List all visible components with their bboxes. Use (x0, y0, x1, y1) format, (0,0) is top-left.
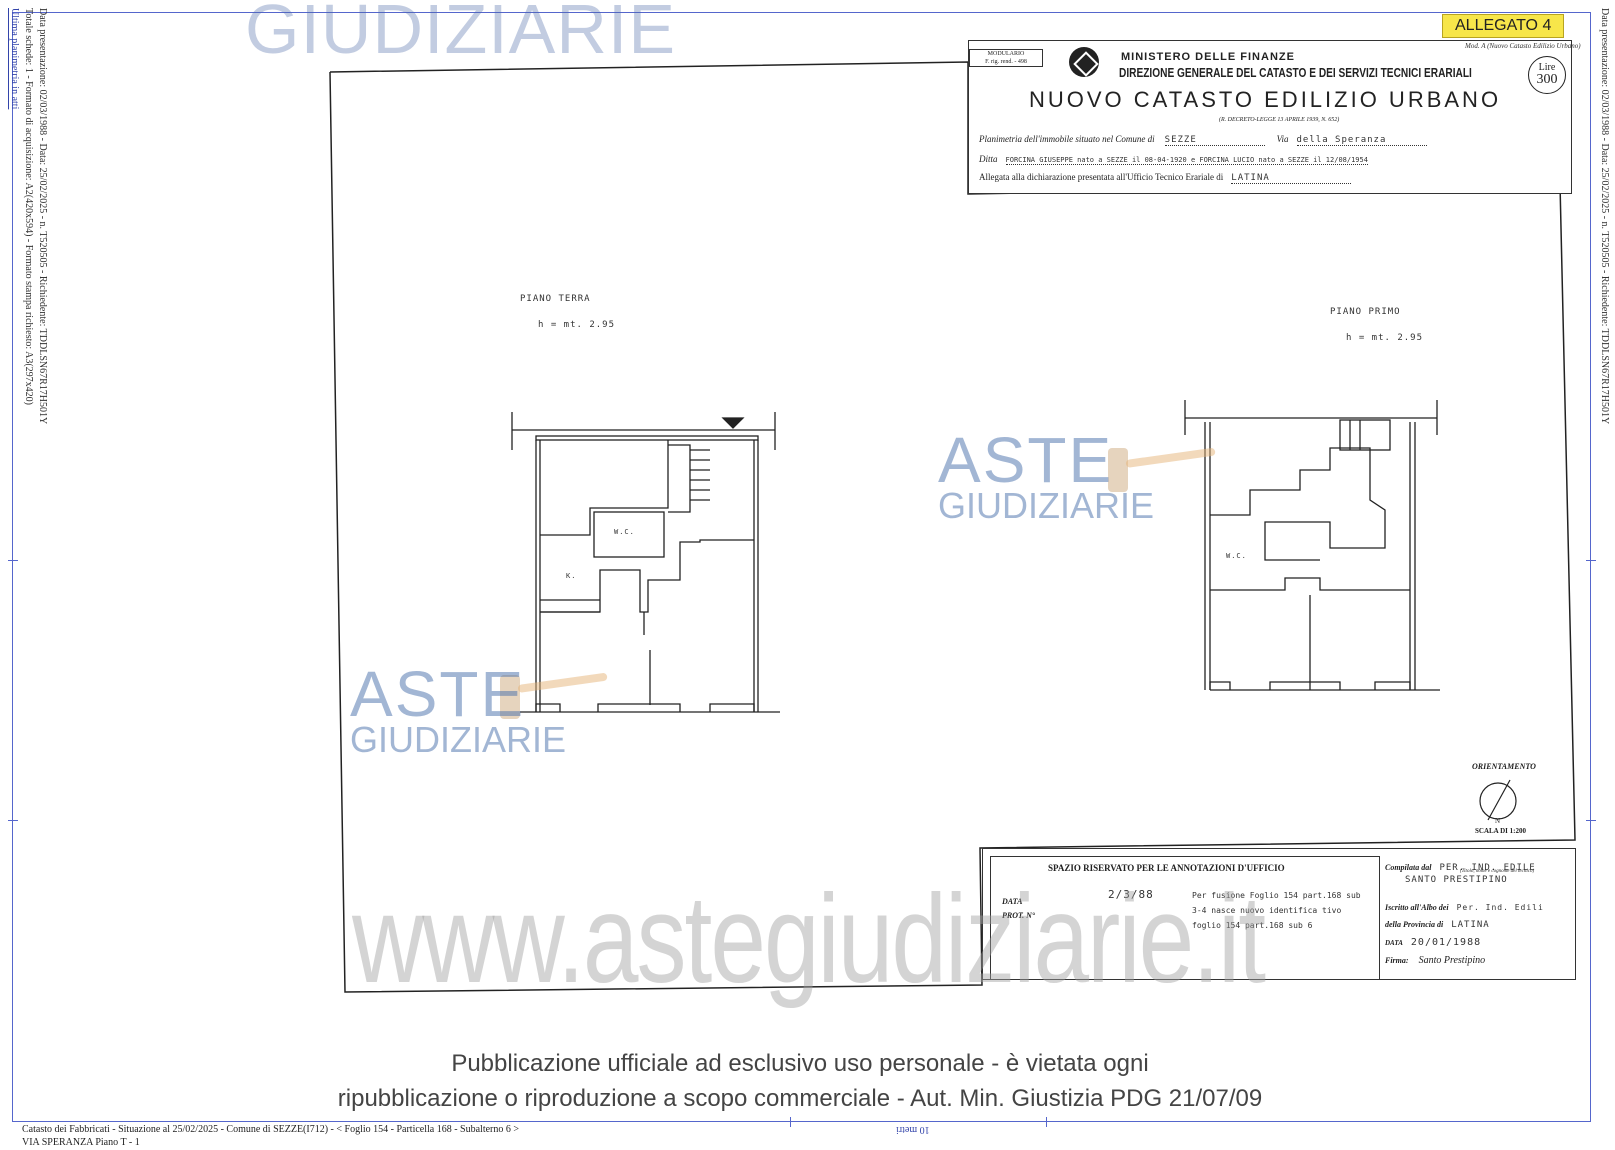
allegato-badge: ALLEGATO 4 (1442, 14, 1565, 38)
allegata-label: Allegata alla dichiarazione presentata a… (979, 172, 1224, 182)
compilata-sub: (Titolo, nome e cognome del tecnico) (1460, 869, 1535, 874)
annotations-block (982, 848, 1576, 980)
scale-label: 10 metri (896, 1124, 930, 1135)
aste-word: ASTE (938, 424, 1114, 496)
room-k: K. (566, 572, 577, 580)
ditta-value: FORCINA GIUSEPPE nato a SEZZE il 08-04-1… (1005, 156, 1368, 165)
aste-watermark-left: ASTE GIUDIZIARIE (350, 662, 566, 758)
via-value: della Speranza (1296, 135, 1427, 146)
frame-tick (8, 560, 18, 561)
data2-value: 20/01/1988 (1410, 937, 1482, 948)
comune-value: SEZZE (1164, 135, 1265, 146)
left-margin-line2: Totale schede: 1 - Formato di acquisizio… (23, 8, 34, 405)
frame-tick (1586, 820, 1596, 821)
data-value: 2/3/88 (1108, 888, 1154, 901)
ufficio-value: LATINA (1231, 173, 1352, 184)
north-arrow (1479, 779, 1517, 821)
nuovo-catasto: NUOVO CATASTO EDILIZIO URBANO (1029, 87, 1502, 112)
gavel-icon (500, 448, 1216, 719)
planimetria-row: Planimetria dell'immobile situato nel Co… (979, 129, 1427, 147)
provincia-value: LATINA (1451, 920, 1490, 930)
via-label: Via (1276, 134, 1289, 144)
north-label: N (1495, 817, 1501, 825)
data2-row: DATA 20/01/1988 (1385, 932, 1481, 950)
lire-value: 300 (1536, 72, 1558, 87)
frame-tick (1046, 1117, 1047, 1127)
decreto: (R. DECRETO-LEGGE 13 APRILE 1939, N. 652… (1219, 117, 1340, 123)
planimetria-label: Planimetria dell'immobile situato nel Co… (979, 134, 1155, 144)
firma-value: Santo Prestipino (1418, 955, 1486, 966)
top-watermark: GIUDIZIARIE (245, 0, 677, 68)
firma-label: Firma: (1385, 956, 1409, 965)
right-margin-line1: Data presentazione: 02/03/1988 - Data: 2… (1599, 8, 1610, 425)
lire-label: Lire (1538, 62, 1556, 73)
lire-stamp: Lire 300 (1528, 56, 1566, 94)
data-label: DATA (1002, 897, 1023, 906)
compilata-label: Compilata dal (1385, 863, 1432, 872)
floor-plan-terra (511, 412, 780, 713)
provincia-row: della Provincia di LATINA (1385, 914, 1490, 932)
frame-tick (1586, 560, 1596, 561)
room-wc-primo: W.C. (1226, 552, 1247, 560)
aste-word: ASTE (350, 658, 526, 730)
annotation-note: Per fusione Foglio 154 part.168 sub 3-4 … (1192, 891, 1361, 930)
piano-terra-title: PIANO TERRA (520, 294, 591, 304)
firma-row: Firma: Santo Prestipino (1385, 950, 1485, 968)
left-margin-line3: Ultima planimetria in atti (9, 8, 20, 110)
modulario-label: MODULARIO (987, 51, 1025, 57)
publication-line2: ripubblicazione o riproduzione a scopo c… (337, 1085, 1263, 1112)
orientamento-label: ORIENTAMENTO (1472, 762, 1536, 771)
scala-label: SCALA DI 1:200 (1475, 827, 1526, 835)
provincia-label: della Provincia di (1385, 920, 1444, 929)
giudiziarie-word: GIUDIZIARIE (350, 719, 567, 760)
page-frame (12, 12, 1591, 1122)
emblem-icon (1069, 47, 1099, 77)
mod-a-label: Mod. A (Nuovo Catasto Edilizio Urbano) (1465, 42, 1581, 50)
modulario-sub: F. rig. rend. - 498 (985, 59, 1027, 65)
title-block: MODULARIO F. rig. rend. - 498 MINISTERO … (968, 40, 1572, 194)
room-wc-terra: W.C. (614, 528, 635, 536)
iscritto-label: Iscritto all'Albo dei (1385, 903, 1449, 912)
piano-terra-height: h = mt. 2.95 (538, 320, 616, 330)
allegata-row: Allegata alla dichiarazione presentata a… (979, 167, 1352, 185)
floor-plan-primo (1184, 400, 1440, 691)
piano-primo-height: h = mt. 2.95 (1346, 333, 1424, 343)
left-margin-line1: Data presentazione: 02/03/1988 - Data: 2… (37, 8, 48, 425)
data2-label: DATA (1385, 939, 1403, 947)
frame-tick (8, 820, 18, 821)
aste-watermark-right: ASTE GIUDIZIARIE (938, 428, 1154, 524)
direzione: DIREZIONE GENERALE DEL CATASTO E DEI SER… (1119, 65, 1472, 80)
footer-line1: Catasto dei Fabbricati - Situazione al 2… (22, 1124, 520, 1135)
compilata-row: Compilata dal PER. IND. EDILE (1385, 857, 1536, 875)
frame-tick (790, 1117, 791, 1127)
prot-label: PROT. N° (1002, 911, 1036, 920)
publication-line1: Pubblicazione ufficiale ad esclusivo uso… (451, 1050, 1149, 1077)
site-watermark: www.astegiudiziarie.it (352, 869, 1266, 1010)
annotations-header: SPAZIO RISERVATO PER LE ANNOTAZIONI D'UF… (1048, 863, 1285, 873)
iscritto-value: Per. Ind. Edili (1456, 903, 1544, 912)
footer-line2: VIA SPERANZA Piano T - 1 (22, 1137, 140, 1148)
tecnico-value: SANTO PRESTIPINO (1405, 875, 1508, 885)
iscritto-row: Iscritto all'Albo dei Per. Ind. Edili (1385, 897, 1544, 915)
ditta-label: Ditta (979, 154, 998, 164)
annotations-box (990, 856, 1380, 980)
giudiziarie-word: GIUDIZIARIE (938, 485, 1155, 526)
piano-primo-title: PIANO PRIMO (1330, 307, 1401, 317)
modulario-box: MODULARIO F. rig. rend. - 498 (969, 49, 1043, 67)
compilata-value: PER. IND. EDILE (1439, 863, 1536, 873)
ditta-row: Ditta FORCINA GIUSEPPE nato a SEZZE il 0… (979, 149, 1368, 167)
ministero: MINISTERO DELLE FINANZE (1121, 51, 1295, 63)
